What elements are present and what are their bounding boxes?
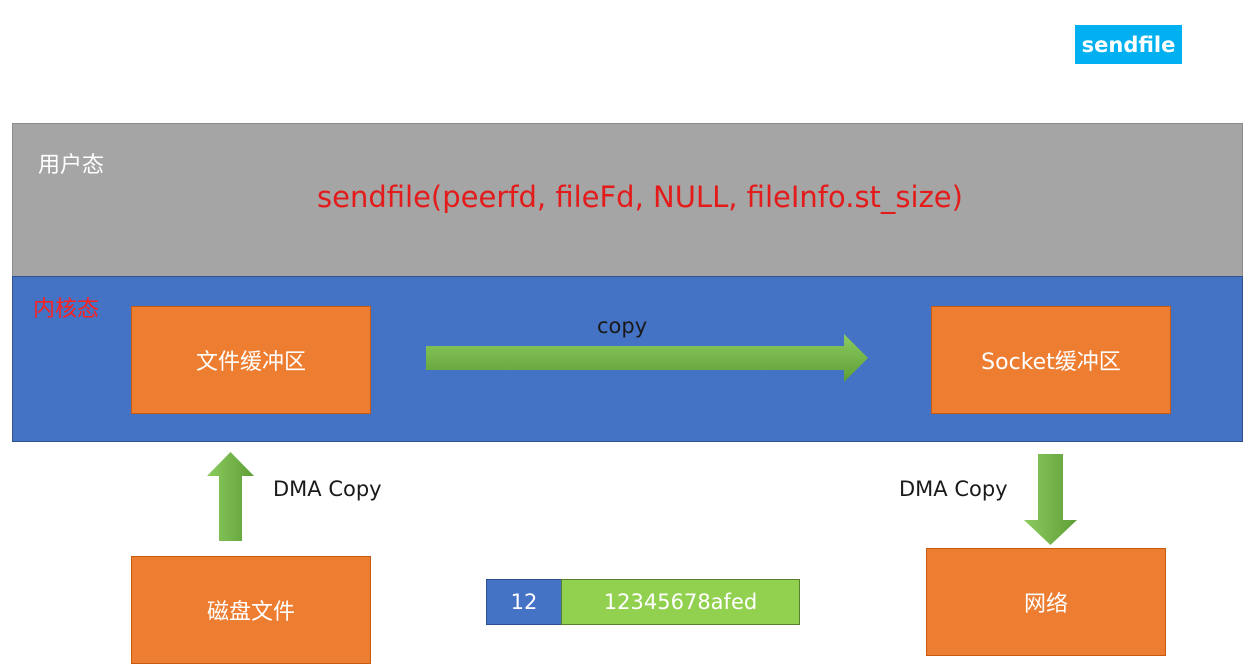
buffer-payload-cell: 12345678afed — [561, 579, 800, 625]
copy-label: copy — [597, 314, 648, 338]
network-box: 网络 — [926, 548, 1166, 656]
user-space-band — [12, 123, 1243, 277]
file-buffer-box: 文件缓冲区 — [131, 306, 371, 414]
dma-copy-in-label: DMA Copy — [273, 477, 382, 501]
file-buffer-label: 文件缓冲区 — [195, 350, 306, 375]
buffer-length-cell: 12 — [486, 579, 561, 625]
kernel-space-label: 内核态 — [33, 297, 100, 322]
user-space-label: 用户态 — [38, 153, 105, 178]
disk-file-label: 磁盘文件 — [206, 600, 295, 625]
socket-buffer-box: Socket缓冲区 — [931, 306, 1171, 414]
socket-buffer-label: Socket缓冲区 — [981, 350, 1121, 375]
sendfile-tag: sendfile — [1075, 25, 1182, 64]
network-label: 网络 — [1023, 592, 1068, 617]
sendfile-call: sendfile(peerfd, fileFd, NULL, fileInfo.… — [317, 180, 963, 214]
dma-copy-out-label: DMA Copy — [899, 477, 1008, 501]
dma-up-arrow — [207, 452, 254, 541]
disk-file-box: 磁盘文件 — [131, 556, 371, 664]
dma-down-arrow — [1024, 454, 1077, 545]
copy-arrow — [426, 334, 868, 382]
